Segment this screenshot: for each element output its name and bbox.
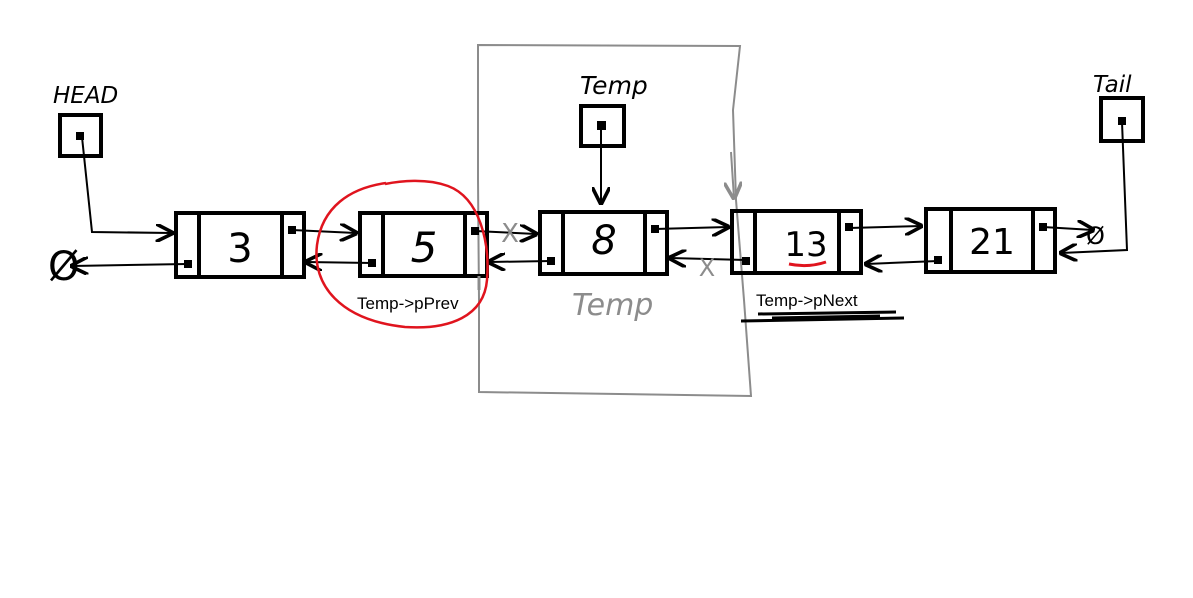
tail-label: Tail [1093, 72, 1132, 98]
null-symbol-left: Ø [48, 244, 79, 290]
node-1-value: 3 [227, 226, 252, 272]
node5-next-arrow [1042, 227, 1093, 230]
node2-next-arrow [474, 231, 536, 234]
prev-caption: Temp->pPrev [357, 294, 459, 313]
head-link-arrow [81, 136, 172, 233]
node-4-value: 13 [784, 225, 827, 265]
next-caption: Temp->pNext [756, 291, 858, 310]
temp-frame [477, 43, 753, 398]
next-caption-underline [740, 310, 905, 323]
node3-next-arrow [654, 227, 728, 229]
node-4-red-underline [788, 260, 827, 268]
temp-pointer [579, 104, 626, 148]
node4-prev-arrow [670, 258, 747, 260]
null-symbol-right: Ø [1086, 222, 1105, 250]
cut-mark-next-link: X [501, 219, 519, 249]
node4-next-arrow [848, 226, 921, 228]
head-label: HEAD [53, 83, 118, 109]
node-5 [924, 207, 1057, 274]
node3-prev-arrow [489, 261, 552, 262]
red-highlight-circle [315, 179, 489, 329]
node5-prev-arrow [866, 261, 939, 264]
tail-pointer-arrow [1061, 121, 1129, 253]
node-2-value: 5 [411, 223, 438, 272]
temp-node-caption: Temp [572, 288, 653, 323]
head-pointer [58, 113, 103, 158]
node-5-value: 21 [969, 222, 1015, 263]
temp-pointer-label: Temp [580, 71, 648, 100]
node1-prev-to-null-arrow [72, 264, 188, 266]
node1-next-arrow [291, 230, 356, 233]
node-3-value: 8 [591, 218, 616, 264]
cut-mark-prev-link: X [699, 254, 715, 282]
gray-arrow-into-node4 [731, 151, 734, 198]
